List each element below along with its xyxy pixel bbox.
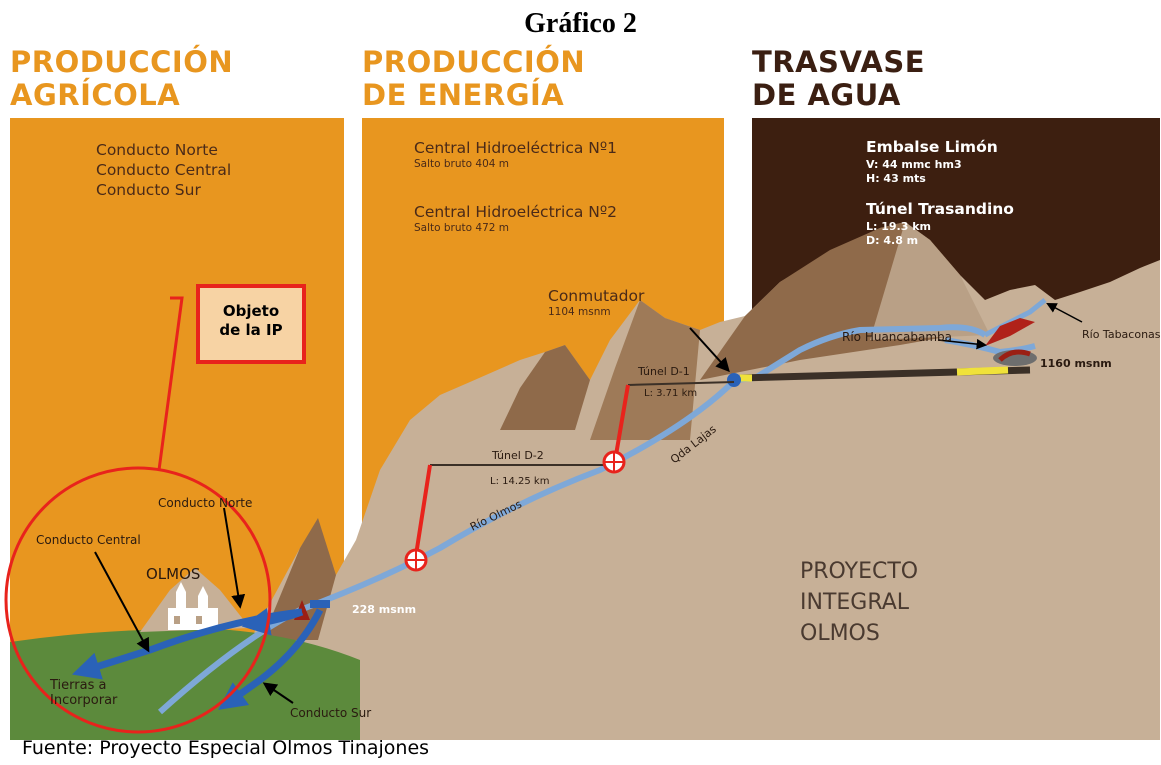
project-line2: INTEGRAL (800, 590, 910, 615)
central-1-title: Central Hidroeléctrica Nº1 (414, 139, 618, 157)
mountain-peak (870, 222, 990, 340)
penstock-2 (414, 464, 432, 556)
mountain-dark-mid (500, 345, 590, 430)
dam-limon (985, 318, 1035, 346)
header-trasvase-line1: TRASVASE (752, 45, 926, 79)
selection-circle (4, 466, 272, 734)
header-energia-line1: PRODUCCIÓN (362, 45, 586, 79)
rio-huancabamba-label: Río Huancabamba (842, 330, 952, 344)
penstock-1 (614, 384, 630, 456)
central-2-title: Central Hidroeléctrica Nº2 (414, 203, 618, 221)
header-energia: PRODUCCIÓN DE ENERGÍA (362, 46, 585, 112)
turbine-1-icon (602, 450, 626, 474)
olmos-label: OLMOS (146, 565, 201, 583)
tierras-line2: Incorporar (50, 693, 118, 708)
central-1-sub: Salto bruto 404 m (414, 158, 510, 170)
header-energia-line2: DE ENERGÍA (362, 78, 565, 112)
tunel-d1-label: Túnel D-1 (638, 365, 690, 378)
conducto-sur-flow (218, 608, 324, 710)
figure-title: Gráfico 2 (524, 8, 637, 39)
source-note: Fuente: Proyecto Especial Olmos Tinajone… (22, 737, 430, 759)
mountain-dark-mid2 (590, 300, 700, 440)
tunel-d1-line (627, 381, 735, 386)
ip-box-line2: de la IP (219, 321, 283, 339)
tunel-trasandino-title: Túnel Trasandino (866, 200, 1014, 218)
conmutador-title: Conmutador (548, 287, 645, 305)
conducto-norte-flow (241, 607, 304, 636)
mountain-range (250, 222, 1160, 740)
town-icon (168, 582, 218, 630)
agricola-list: Conducto Norte Conducto Central Conducto… (96, 140, 231, 200)
tabaconas-arrow (1046, 303, 1083, 323)
header-agricola-line2: AGRÍCOLA (10, 78, 181, 112)
tunel-trasandino-length: L: 19.3 km (866, 220, 931, 233)
central-2-sub: Salto bruto 472 m (414, 222, 510, 234)
agricola-item: Conducto Norte (96, 141, 218, 159)
header-trasvase-line2: DE AGUA (752, 78, 901, 112)
tierras-line1: Tierras a (50, 678, 107, 693)
project-line1: PROYECTO (800, 559, 919, 584)
selection-leader (157, 296, 184, 471)
embalse-height: H: 43 mts (866, 172, 926, 185)
ip-object-box: Objeto de la IP (196, 284, 306, 364)
turbine-2-icon (404, 548, 428, 572)
rio-tabaconas-line (983, 298, 1047, 338)
conducto-sur-arrow (262, 682, 294, 704)
embalse-volume: V: 44 mmc hm3 (866, 158, 962, 171)
conmutador-altitude: 1104 msnm (548, 306, 611, 318)
header-agricola: PRODUCCIÓN AGRÍCOLA (10, 46, 233, 112)
agricola-item: Conducto Sur (96, 181, 201, 199)
conducto-central-arrow (94, 551, 150, 653)
embalse-title: Embalse Limón (866, 138, 998, 156)
altitude-1160: 1160 msnm (1040, 357, 1112, 370)
conmutador-arrow (689, 327, 730, 373)
olmos-hill (140, 568, 250, 632)
agricola-item: Conducto Central (96, 161, 232, 179)
conmutador-point (727, 373, 741, 387)
tierras-label: Tierras a Incorporar (50, 678, 117, 708)
conducto-norte-label: Conducto Norte (158, 496, 253, 510)
project-label: PROYECTO INTEGRAL OLMOS (800, 556, 918, 649)
project-line3: OLMOS (800, 621, 880, 646)
huancabamba-arrow (937, 338, 988, 350)
conducto-norte-arrow (223, 507, 246, 609)
header-agricola-line1: PRODUCCIÓN (10, 45, 234, 79)
rio-tabaconas-label: Río Tabaconas (1082, 328, 1161, 341)
conducto-central-label: Conducto Central (36, 533, 141, 547)
conducto-sur-label: Conducto Sur (290, 706, 372, 720)
tunel-d2-label: Túnel D-2 (492, 449, 544, 462)
ip-box-line1: Objeto (222, 302, 280, 320)
altitude-228: 228 msnm (352, 603, 417, 616)
tunel-d1-length: L: 3.71 km (644, 388, 698, 399)
tunel-trasandino-diameter: D: 4.8 m (866, 234, 919, 247)
header-trasvase: TRASVASE DE AGUA (752, 46, 925, 112)
tunel-d2-length: L: 14.25 km (490, 476, 550, 487)
